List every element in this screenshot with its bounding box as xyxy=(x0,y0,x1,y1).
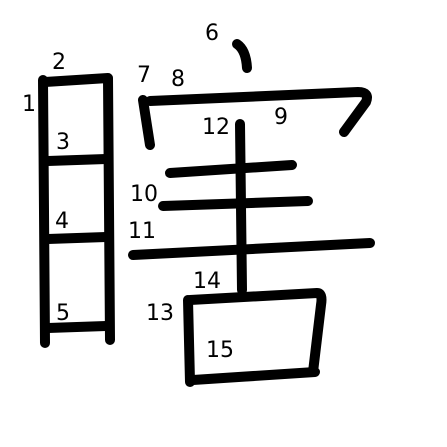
stroke-5 xyxy=(43,321,111,333)
stroke-2 xyxy=(40,73,115,345)
stroke-number-15: 15 xyxy=(206,338,234,363)
stroke-13 xyxy=(183,295,195,387)
stroke-number-5: 5 xyxy=(56,301,70,326)
stroke-number-8: 8 xyxy=(171,67,185,92)
stroke-number-7: 7 xyxy=(137,63,151,88)
stroke-14 xyxy=(185,288,327,377)
stroke-11 xyxy=(128,238,375,260)
stroke-number-14: 14 xyxy=(193,269,221,294)
stroke-9 xyxy=(165,160,297,178)
stroke-number-11: 11 xyxy=(128,219,156,244)
stroke-1 xyxy=(38,75,50,348)
stroke-number-6: 6 xyxy=(205,21,219,46)
stroke-number-1: 1 xyxy=(22,92,36,117)
stroke-10 xyxy=(158,196,313,211)
stroke-number-10: 10 xyxy=(130,182,158,207)
stroke-6 xyxy=(232,39,252,73)
stroke-number-12: 12 xyxy=(202,115,230,140)
stroke-7 xyxy=(138,95,155,150)
stroke-number-2: 2 xyxy=(52,50,66,75)
stroke-8 xyxy=(145,87,372,137)
stroke-number-9: 9 xyxy=(274,105,288,130)
stroke-4 xyxy=(43,232,111,244)
stroke-number-3: 3 xyxy=(56,130,70,155)
stroke-number-13: 13 xyxy=(146,301,174,326)
stroke-15 xyxy=(188,367,320,385)
stroke-number-4: 4 xyxy=(55,209,69,234)
stroke-12 xyxy=(235,119,247,295)
stroke-3 xyxy=(43,154,111,166)
